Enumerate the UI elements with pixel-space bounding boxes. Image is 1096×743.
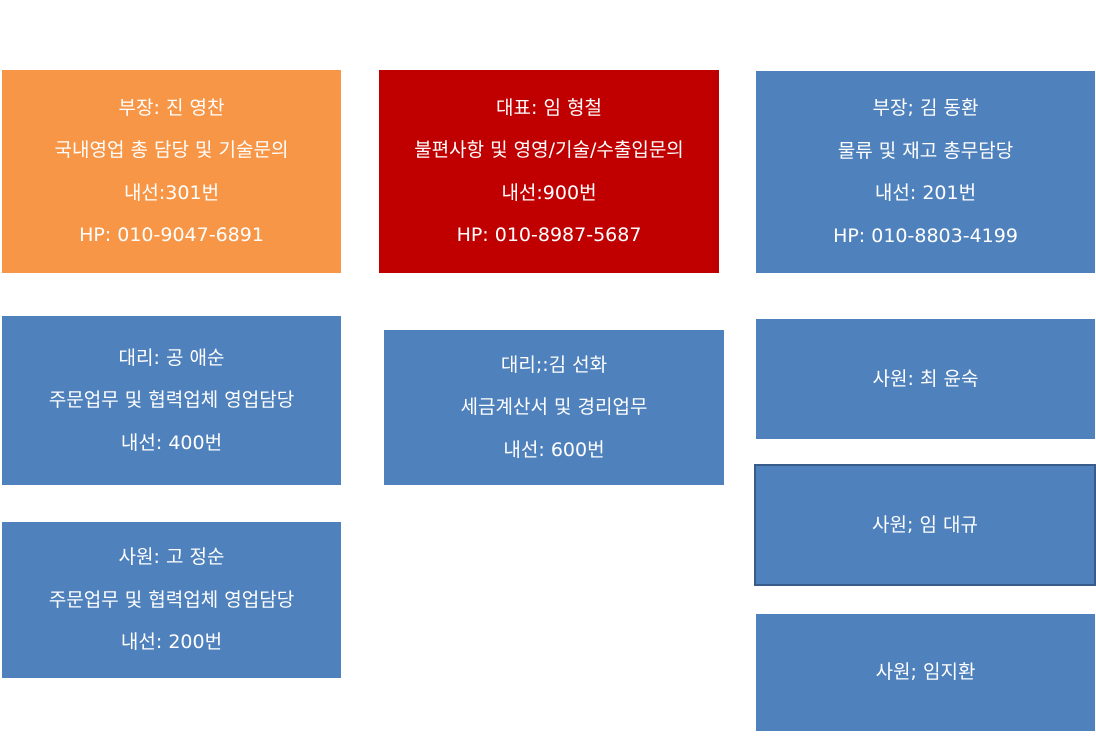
card-title: 부장: 진 영찬 [118, 96, 225, 119]
card-phone: HP: 010-9047-6891 [79, 224, 264, 246]
card-title: 대리: 공 애순 [118, 346, 225, 369]
card-extension: 내선: 400번 [120, 431, 223, 454]
card-staff-choi: 사원: 최 윤숙 [756, 319, 1095, 439]
card-extension: 내선: 201번 [874, 182, 977, 204]
card-ceo-lim: 대표: 임 형철 불편사항 및 영영/기술/수출입문의 내선:900번 HP: … [379, 70, 719, 273]
card-title: 대리;:김 선화 [500, 353, 608, 376]
card-title: 사원: 고 정순 [118, 546, 225, 569]
card-title: 사원: 최 윤숙 [872, 367, 979, 390]
card-duty: 국내영업 총 담당 및 기술문의 [54, 139, 289, 161]
card-extension: 내선: 200번 [120, 631, 223, 654]
card-staff-go: 사원: 고 정순 주문업무 및 협력업체 영업담당 내선: 200번 [2, 522, 341, 678]
card-duty: 세금계산서 및 경리업무 [460, 396, 648, 419]
card-phone: HP: 010-8987-5687 [456, 224, 642, 246]
card-assistant-gong: 대리: 공 애순 주문업무 및 협력업체 영업담당 내선: 400번 [2, 316, 341, 485]
card-title: 대표: 임 형철 [496, 96, 602, 119]
card-duty: 불편사항 및 영영/기술/수출입문의 [414, 139, 684, 161]
card-phone: HP: 010-8803-4199 [833, 224, 1018, 247]
card-duty: 물류 및 재고 총무담당 [837, 139, 1014, 162]
card-assistant-kim: 대리;:김 선화 세금계산서 및 경리업무 내선: 600번 [384, 330, 724, 485]
card-manager-jin: 부장: 진 영찬 국내영업 총 담당 및 기술문의 내선:301번 HP: 01… [2, 70, 341, 273]
card-extension: 내선: 600번 [503, 438, 605, 461]
card-extension: 내선:301번 [123, 181, 220, 204]
card-title: 사원; 임지환 [875, 661, 976, 684]
card-title: 부장; 김 동환 [872, 97, 979, 119]
card-duty: 주문업무 및 협력업체 영업담당 [48, 389, 295, 412]
card-extension: 내선:900번 [501, 181, 597, 204]
card-title: 사원; 임 대규 [872, 513, 978, 536]
card-staff-lim-daegyu: 사원; 임 대규 [754, 464, 1096, 586]
card-duty: 주문업무 및 협력업체 영업담당 [48, 588, 295, 611]
card-staff-lim-jihwan: 사원; 임지환 [756, 614, 1095, 731]
card-manager-kim: 부장; 김 동환 물류 및 재고 총무담당 내선: 201번 HP: 010-8… [756, 71, 1095, 273]
